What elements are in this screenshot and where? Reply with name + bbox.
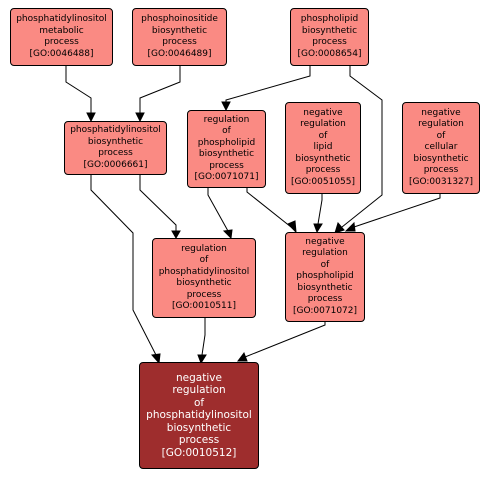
arrow-n5-n9 xyxy=(287,220,297,234)
arrow-n2-n4 xyxy=(135,112,145,123)
edge-n3-n9 xyxy=(341,66,383,228)
arrow-n1-n4 xyxy=(86,112,96,123)
node-negative-regulation-of-lipid-biosynthetic-process[interactable]: negative regulation of lipid biosyntheti… xyxy=(285,102,361,194)
edge-n4-n8 xyxy=(139,175,177,231)
arrow-n8-n10 xyxy=(197,354,207,365)
node-negative-regulation-of-phosphatidylinositol-biosynthetic-process[interactable]: negative regulation of phosphatidylinosi… xyxy=(139,362,259,469)
node-phosphatidylinositol-metabolic-process[interactable]: phosphatidylinositol metabolic process [… xyxy=(10,8,113,66)
arrow-n4-n10 xyxy=(151,353,161,365)
node-phosphoinositide-biosynthetic-process[interactable]: phosphoinositide biosynthetic process [G… xyxy=(132,8,227,66)
edge-n4-n10 xyxy=(90,175,157,356)
arrow-n3-n9 xyxy=(334,221,345,234)
node-regulation-of-phospholipid-biosynthetic-process[interactable]: regulation of phospholipid biosynthetic … xyxy=(187,110,266,188)
node-label: negative regulation of phosphatidylinosi… xyxy=(146,371,252,459)
arrow-n4-n8 xyxy=(171,230,181,240)
node-label: negative regulation of lipid biosyntheti… xyxy=(290,107,356,187)
edge-n5-n8 xyxy=(207,188,229,232)
node-negative-regulation-of-phospholipid-biosynthetic-process[interactable]: negative regulation of phospholipid bios… xyxy=(285,232,365,322)
node-label: regulation of phosphatidylinositol biosy… xyxy=(158,243,250,312)
arrow-n9-n10 xyxy=(237,351,248,362)
arrow-n7-n9 xyxy=(344,221,356,232)
edge-n8-n10 xyxy=(201,318,206,356)
edge-n3-n5 xyxy=(225,66,311,102)
edge-n9-n10 xyxy=(244,322,326,358)
node-label: negative regulation of cellular biosynth… xyxy=(408,107,474,187)
arrow-n6-n9 xyxy=(313,223,323,234)
edge-n5-n9 xyxy=(246,188,292,228)
node-phosphatidylinositol-biosynthetic-process[interactable]: phosphatidylinositol biosynthetic proces… xyxy=(64,121,167,175)
edge-n2-n4 xyxy=(139,66,181,113)
edge-n7-n9 xyxy=(353,194,441,228)
node-label: negative regulation of phospholipid bios… xyxy=(292,236,358,316)
node-label: phosphatidylinositol biosynthetic proces… xyxy=(70,125,161,170)
arrow-n5-n8 xyxy=(222,229,233,240)
node-label: regulation of phospholipid biosynthetic … xyxy=(194,114,259,183)
node-label: phosphatidylinositol metabolic process [… xyxy=(16,14,107,59)
edge-n1-n4 xyxy=(65,66,92,113)
node-label: phospholipid biosynthetic process [GO:00… xyxy=(297,14,362,59)
node-label: phosphoinositide biosynthetic process [G… xyxy=(141,14,218,59)
node-negative-regulation-of-cellular-biosynthetic-process[interactable]: negative regulation of cellular biosynth… xyxy=(402,102,480,194)
arrow-n3-n5 xyxy=(221,101,231,112)
node-phospholipid-biosynthetic-process[interactable]: phospholipid biosynthetic process [GO:00… xyxy=(290,8,369,66)
node-regulation-of-phosphatidylinositol-biosynthetic-process[interactable]: regulation of phosphatidylinositol biosy… xyxy=(152,238,256,318)
edge-n6-n9 xyxy=(317,194,323,225)
